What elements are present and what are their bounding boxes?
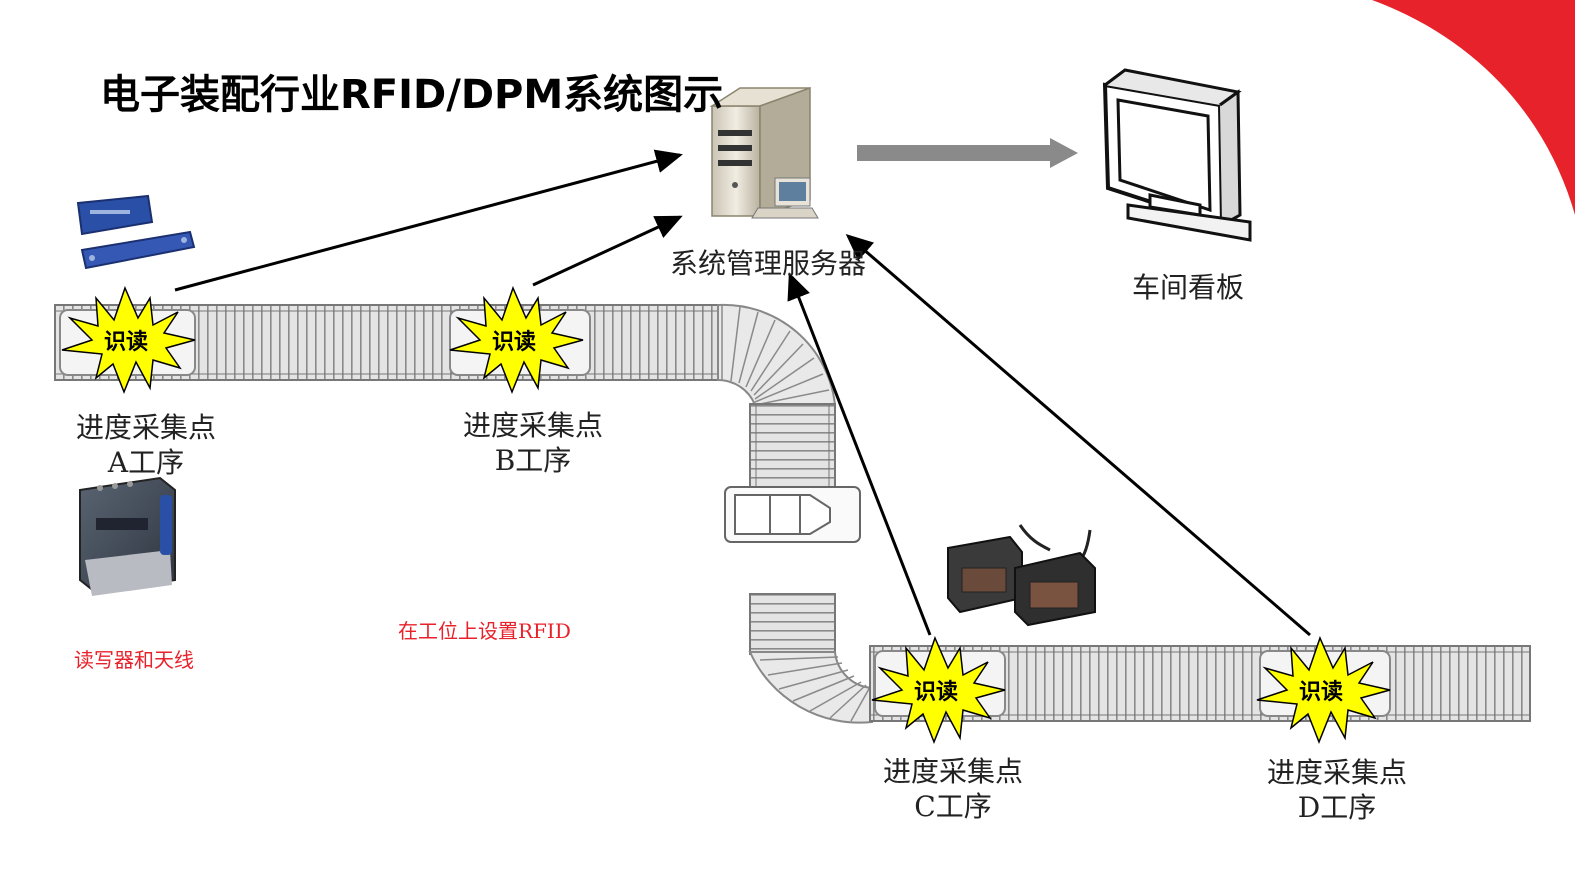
monitor-label: 车间看板: [1132, 271, 1245, 304]
arrow-b-to-server: [532, 215, 683, 287]
station-b-line2: B工序: [494, 444, 572, 477]
rfid-reader-icon: [79, 476, 176, 596]
station-d-line1: 进度采集点: [1267, 756, 1408, 789]
conveyor-vertical: [749, 403, 836, 490]
station-b-line1: 进度采集点: [463, 409, 604, 442]
station-d-line2: D工序: [1297, 791, 1377, 824]
conveyor-vertical-lower: [749, 593, 836, 655]
station-c-line1: 进度采集点: [883, 755, 1024, 788]
conveyor-turn-top: [717, 303, 837, 406]
monitor-icon: [1102, 68, 1252, 242]
product-carrier: [724, 486, 861, 543]
note-reader-antenna: 读写器和天线: [74, 648, 194, 672]
station-b-label: 进度采集点 B工序: [463, 408, 603, 478]
burst-text-a: 识读: [104, 330, 148, 355]
dpm-scanner-icon: [947, 524, 1096, 627]
arrow-d-to-server: [845, 234, 1311, 637]
server-to-monitor-arrow: [857, 138, 1078, 168]
reader-burst-d: 识读: [1256, 635, 1391, 745]
conveyor-turn-bottom: [748, 651, 873, 724]
arrow-a-to-server: [174, 149, 683, 292]
data-arrows: [174, 149, 1311, 637]
reader-burst-b: 识读: [449, 285, 584, 395]
burst-text-b: 识读: [492, 330, 536, 355]
station-a-line1: 进度采集点: [76, 411, 217, 444]
burst-text-c: 识读: [914, 680, 958, 705]
arrow-c-to-server: [787, 272, 932, 636]
corner-swoosh: [1372, 0, 1575, 215]
station-d-label: 进度采集点 D工序: [1267, 755, 1407, 825]
reader-burst-c: 识读: [871, 635, 1006, 745]
page-title: 电子装配行业RFID/DPM系统图示: [100, 72, 724, 118]
burst-text-d: 识读: [1299, 680, 1343, 705]
station-a-line2: A工序: [107, 446, 185, 479]
rfid-tag-icon: [76, 194, 196, 270]
station-c-label: 进度采集点 C工序: [883, 754, 1023, 824]
reader-burst-a: 识读: [61, 285, 196, 395]
station-a-label: 进度采集点 A工序: [76, 410, 216, 480]
server-label: 系统管理服务器: [670, 247, 867, 280]
server-computer-icon: [709, 86, 819, 219]
station-c-line2: C工序: [914, 790, 992, 823]
note-rfid-setup: 在工位上设置RFID: [398, 619, 571, 643]
